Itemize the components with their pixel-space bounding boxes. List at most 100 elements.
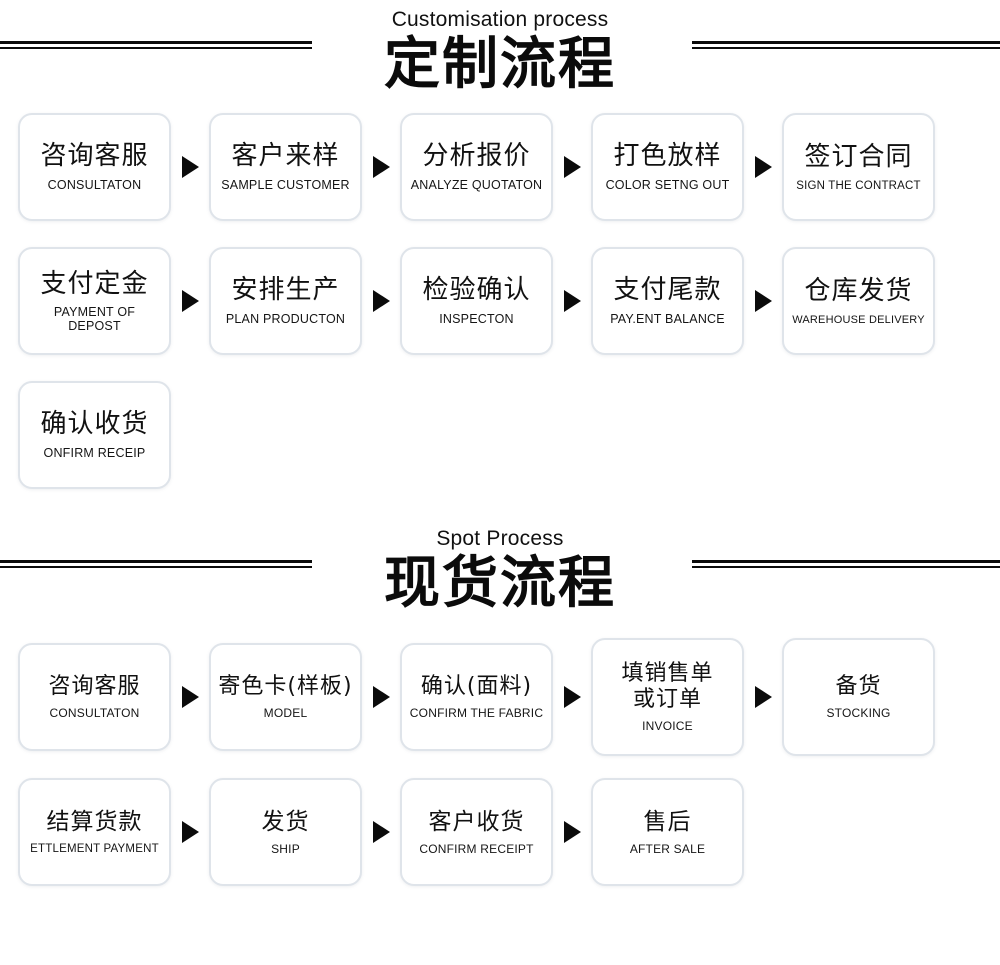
arrow-right-icon bbox=[372, 156, 390, 179]
arrow-right-icon bbox=[563, 290, 581, 313]
node-label-cn: 仓库发货 bbox=[804, 276, 913, 307]
flow-node[interactable]: 打色放样 COLOR SETNG OUT bbox=[591, 113, 744, 222]
section-title-en-customisation: Customisation process bbox=[391, 8, 609, 31]
node-label-cn: 咨询客服 bbox=[48, 674, 141, 700]
connector bbox=[553, 156, 591, 179]
node-label-cn: 安排生产 bbox=[231, 275, 340, 306]
flow-node[interactable]: 确认收货 ONFIRM RECEIP bbox=[18, 381, 171, 490]
arrow-right-icon bbox=[372, 686, 390, 709]
flow-node[interactable]: 客户收货 CONFIRM RECEIPT bbox=[400, 778, 553, 887]
flow-node[interactable]: 客户来样 SAMPLE CUSTOMER bbox=[209, 113, 362, 222]
connector bbox=[171, 290, 209, 313]
flow-node[interactable]: 安排生产 PLAN PRODUCTON bbox=[209, 247, 362, 356]
node-label-en: INSPECTON bbox=[439, 312, 514, 327]
node-label-en: SAMPLE CUSTOMER bbox=[221, 178, 350, 193]
node-label-cn: 检验确认 bbox=[422, 275, 531, 306]
connector bbox=[362, 156, 400, 179]
arrow-right-icon bbox=[181, 686, 199, 709]
arrow-right-icon bbox=[563, 821, 581, 844]
connector bbox=[171, 821, 209, 844]
node-label-en: STOCKING bbox=[826, 706, 891, 721]
node-label-en: ONFIRM RECEIP bbox=[43, 446, 146, 461]
node-label-cn: 客户来样 bbox=[231, 141, 340, 172]
node-label-en: CONFIRM THE FABRIC bbox=[409, 706, 544, 721]
flow-node[interactable]: 备货 STOCKING bbox=[782, 638, 935, 757]
node-label-en: CONSULTATON bbox=[49, 706, 140, 721]
rule-left-customisation bbox=[0, 41, 312, 45]
flow-row-customisation-2: 支付定金 PAYMENT OF DEPOST 安排生产 PLAN PRODUCT… bbox=[0, 247, 1000, 356]
node-label-cn: 发货 bbox=[261, 808, 310, 835]
node-label-en: INVOICE bbox=[642, 719, 693, 734]
section-header-spot: Spot Process 现货流程 bbox=[0, 527, 1000, 616]
flow-node[interactable]: 咨询客服 CONSULTATON bbox=[18, 113, 171, 222]
arrow-right-icon bbox=[754, 156, 772, 179]
arrow-right-icon bbox=[754, 290, 772, 313]
node-label-cn: 签订合同 bbox=[804, 141, 913, 172]
section-title-cn-wrap-spot: 现货流程 bbox=[0, 552, 1000, 616]
node-label-en: AFTER SALE bbox=[629, 841, 706, 856]
node-label-cn: 打色放样 bbox=[613, 141, 722, 172]
rule-right-customisation bbox=[692, 41, 1000, 45]
flow-node[interactable]: 确认(面料) CONFIRM THE FABRIC bbox=[400, 643, 553, 752]
section-title-cn-wrap-customisation: 定制流程 bbox=[0, 33, 1000, 97]
flow-node[interactable]: 签订合同 SIGN THE CONTRACT bbox=[782, 113, 935, 222]
arrow-right-icon bbox=[372, 821, 390, 844]
arrow-right-icon bbox=[754, 686, 772, 709]
connector bbox=[171, 686, 209, 709]
flow-row-customisation-1: 咨询客服 CONSULTATON 客户来样 SAMPLE CUSTOMER 分析… bbox=[0, 113, 1000, 222]
rule-left-spot-2 bbox=[0, 566, 312, 569]
node-label-en: PAY.ENT BALANCE bbox=[610, 312, 725, 327]
arrow-right-icon bbox=[372, 290, 390, 313]
rule-left-spot bbox=[0, 560, 312, 564]
node-label-en: PAYMENT OF DEPOST bbox=[53, 305, 136, 333]
arrow-right-icon bbox=[181, 156, 199, 179]
flow-node[interactable]: 发货 SHIP bbox=[209, 778, 362, 887]
node-label-cn: 支付定金 bbox=[40, 268, 149, 299]
flow-node[interactable]: 支付定金 PAYMENT OF DEPOST bbox=[18, 247, 171, 356]
flow-node[interactable]: 寄色卡(样板) MODEL bbox=[209, 643, 362, 752]
node-label-cn: 结算货款 bbox=[46, 808, 143, 835]
connector bbox=[171, 156, 209, 179]
node-label-cn: 支付尾款 bbox=[613, 275, 722, 306]
connector bbox=[362, 290, 400, 313]
node-label-en: CONSULTATON bbox=[47, 178, 142, 193]
connector bbox=[362, 686, 400, 709]
section-title-cn-spot: 现货流程 bbox=[384, 551, 616, 617]
connector bbox=[553, 686, 591, 709]
flow-node[interactable]: 支付尾款 PAY.ENT BALANCE bbox=[591, 247, 744, 356]
node-label-en: COLOR SETNG OUT bbox=[605, 178, 730, 193]
node-label-cn: 咨询客服 bbox=[40, 141, 149, 172]
flow-node[interactable]: 检验确认 INSPECTON bbox=[400, 247, 553, 356]
node-label-en: ANALYZE QUOTATON bbox=[410, 178, 543, 193]
node-label-cn: 填销售单 或订单 bbox=[621, 661, 714, 713]
flow-row-spot-2: 结算货款 ETTLEMENT PAYMENT 发货 SHIP 客户收货 CONF… bbox=[0, 778, 1000, 887]
node-label-cn: 确认(面料) bbox=[420, 674, 533, 700]
node-label-cn: 客户收货 bbox=[428, 808, 525, 835]
node-label-cn: 售后 bbox=[643, 808, 692, 835]
flow-node[interactable]: 填销售单 或订单 INVOICE bbox=[591, 638, 744, 757]
section-title-cn-customisation: 定制流程 bbox=[384, 32, 616, 98]
connector bbox=[744, 686, 782, 709]
flow-node[interactable]: 咨询客服 CONSULTATON bbox=[18, 643, 171, 752]
flow-node[interactable]: 分析报价 ANALYZE QUOTATON bbox=[400, 113, 553, 222]
connector bbox=[362, 821, 400, 844]
arrow-right-icon bbox=[563, 686, 581, 709]
flow-node[interactable]: 仓库发货 WAREHOUSE DELIVERY bbox=[782, 247, 935, 356]
section-header-customisation: Customisation process 定制流程 bbox=[0, 8, 1000, 97]
flow-row-customisation-3: 确认收货 ONFIRM RECEIP bbox=[0, 381, 1000, 490]
arrow-right-icon bbox=[181, 821, 199, 844]
rule-right-spot-2 bbox=[692, 566, 1000, 569]
node-label-en: WAREHOUSE DELIVERY bbox=[792, 313, 925, 326]
node-label-en: SIGN THE CONTRACT bbox=[796, 179, 921, 192]
connector bbox=[553, 821, 591, 844]
section-title-en-spot: Spot Process bbox=[436, 527, 564, 551]
flow-node[interactable]: 售后 AFTER SALE bbox=[591, 778, 744, 887]
rule-left-customisation-2 bbox=[0, 47, 312, 50]
node-label-en: MODEL bbox=[263, 706, 308, 721]
flow-node[interactable]: 结算货款 ETTLEMENT PAYMENT bbox=[18, 778, 171, 887]
node-label-en: PLAN PRODUCTON bbox=[225, 312, 346, 327]
node-label-en: ETTLEMENT PAYMENT bbox=[30, 842, 159, 855]
rule-right-spot bbox=[692, 560, 1000, 564]
arrow-right-icon bbox=[181, 290, 199, 313]
connector bbox=[553, 290, 591, 313]
